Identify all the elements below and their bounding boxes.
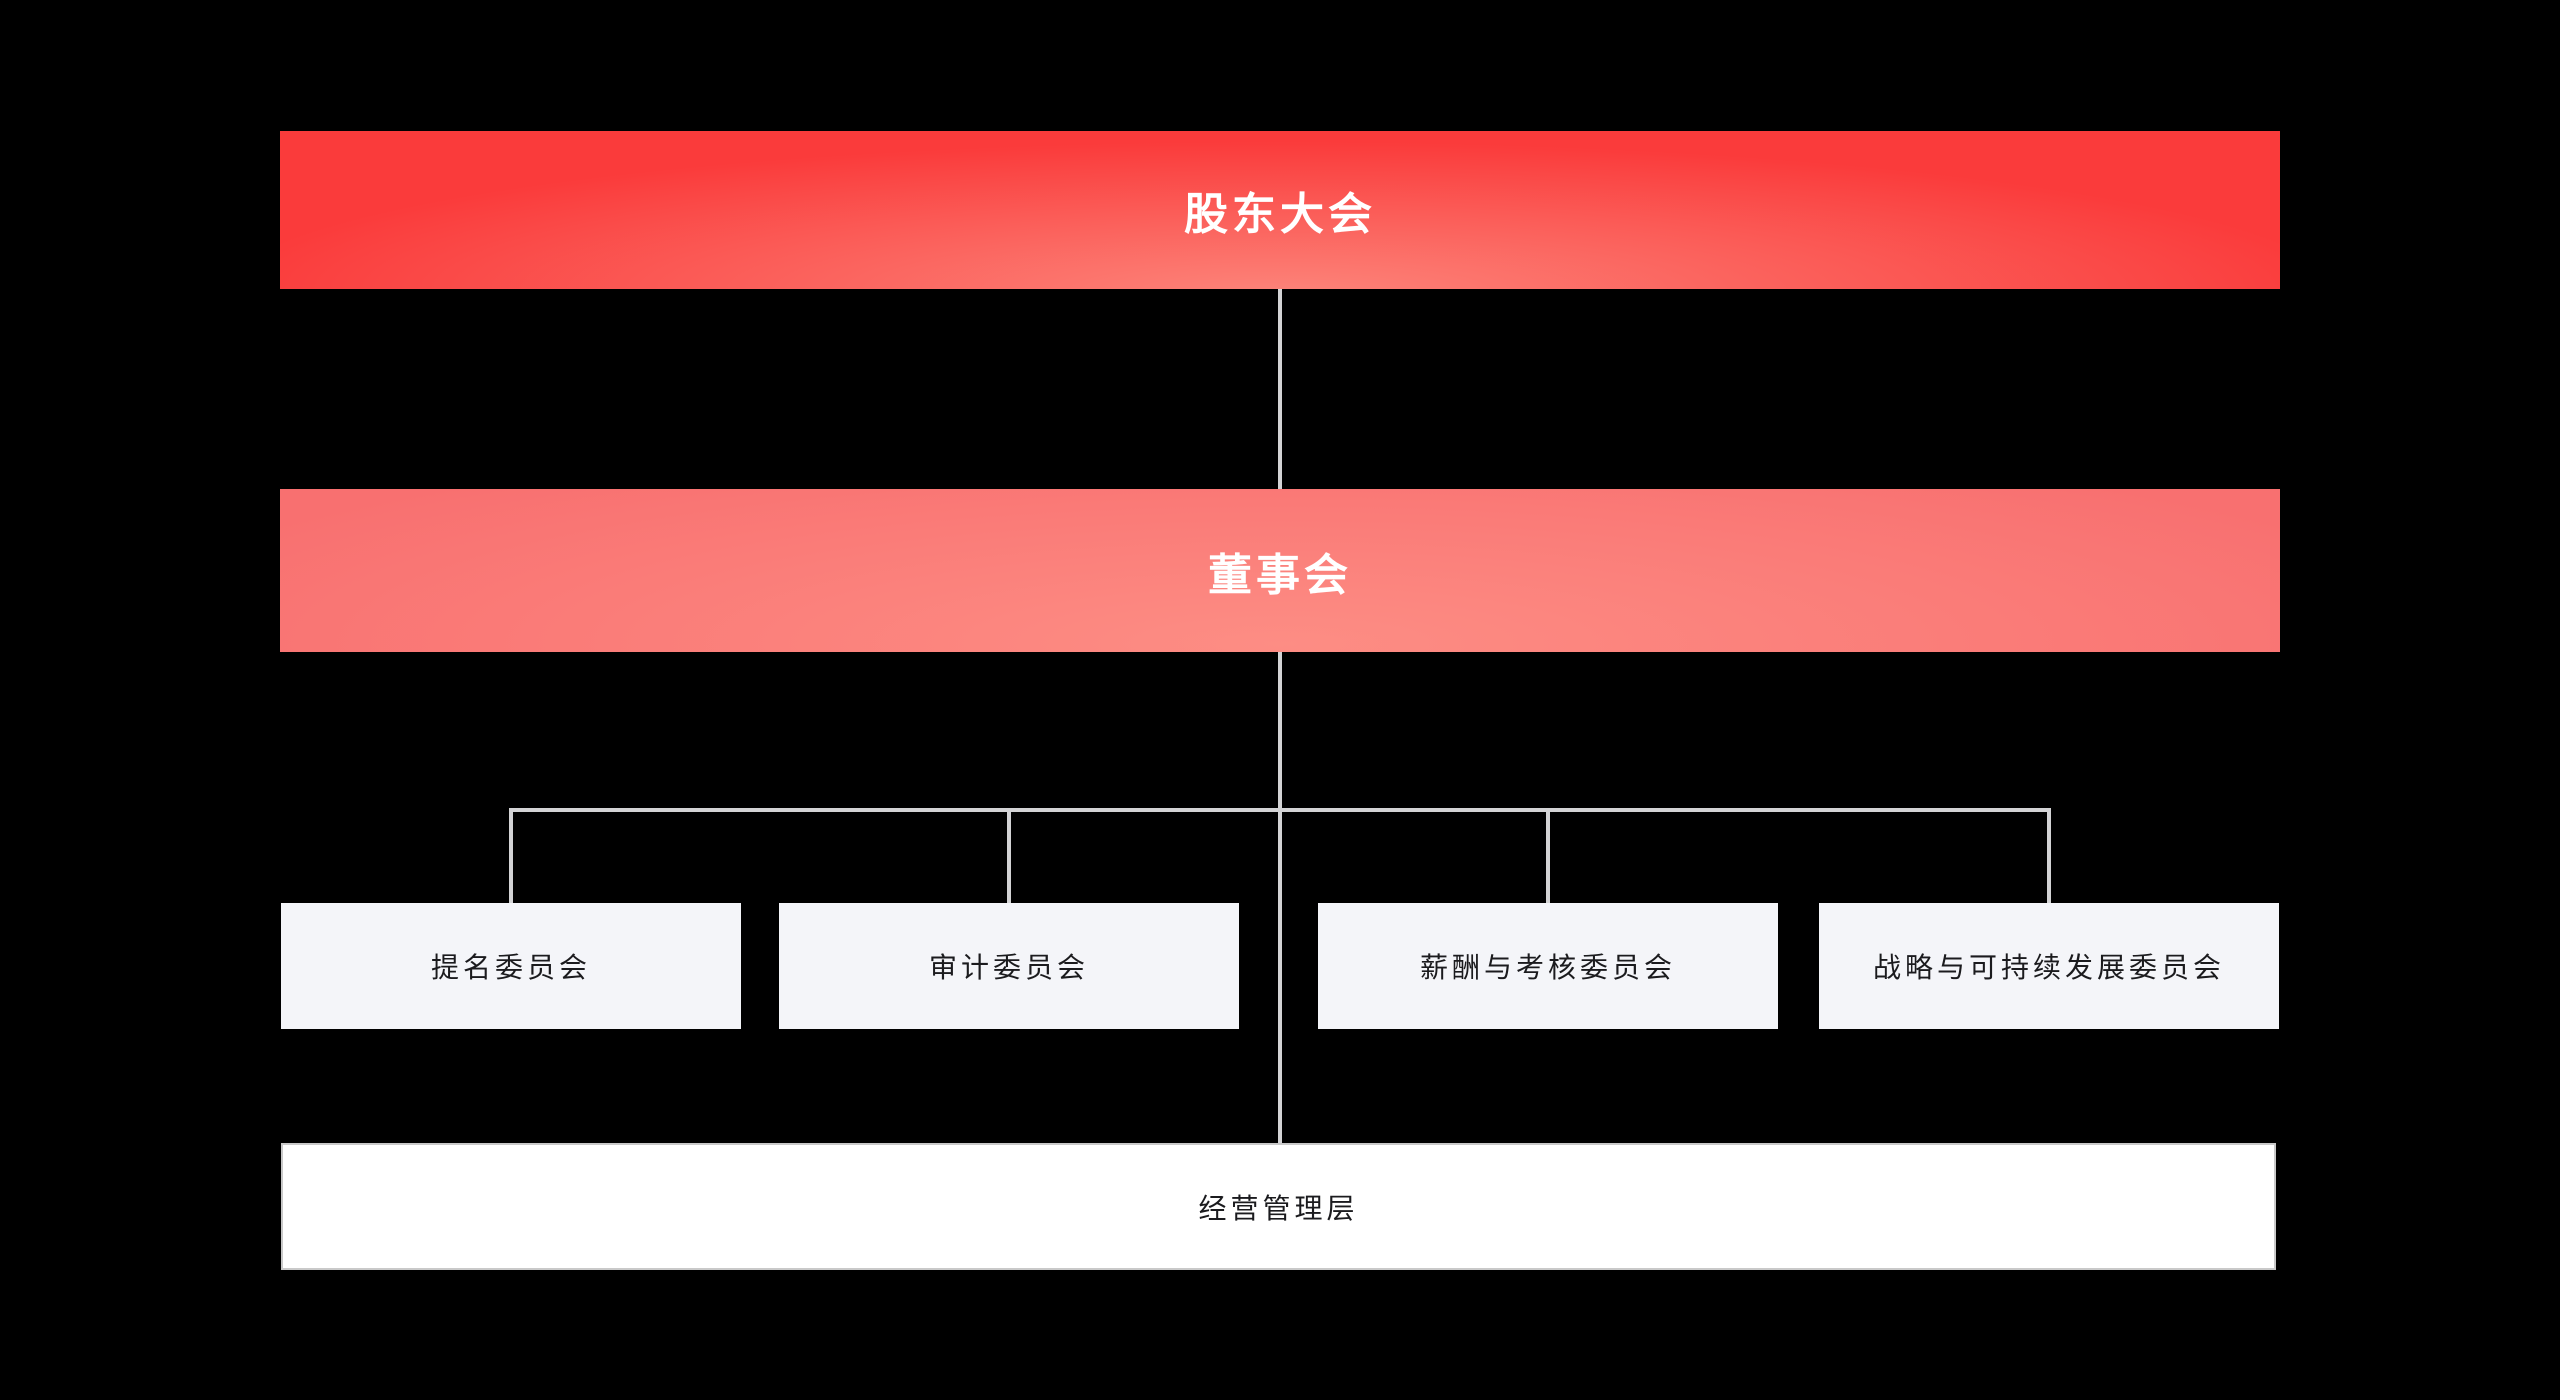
node-committee-audit: 审计委员会: [779, 903, 1239, 1029]
node-committee-strategy-sustainability: 战略与可持续发展委员会: [1819, 903, 2279, 1029]
node-committee-nomination: 提名委员会: [281, 903, 741, 1029]
connector-stub-remuneration: [1546, 808, 1550, 903]
node-board-of-directors: 董事会: [280, 489, 2280, 652]
connector-stub-nomination: [509, 808, 513, 903]
connector-board-to-management: [1278, 652, 1282, 1143]
node-shareholders-meeting: 股东大会: [280, 131, 2280, 289]
connector-stub-audit: [1007, 808, 1011, 903]
connector-stub-strategy: [2047, 808, 2051, 903]
connector-committees-hline: [509, 808, 2051, 812]
node-operating-management: 经营管理层: [281, 1143, 2276, 1270]
connector-root-to-board: [1278, 288, 1282, 489]
node-committee-remuneration-appraisal: 薪酬与考核委员会: [1318, 903, 1778, 1029]
